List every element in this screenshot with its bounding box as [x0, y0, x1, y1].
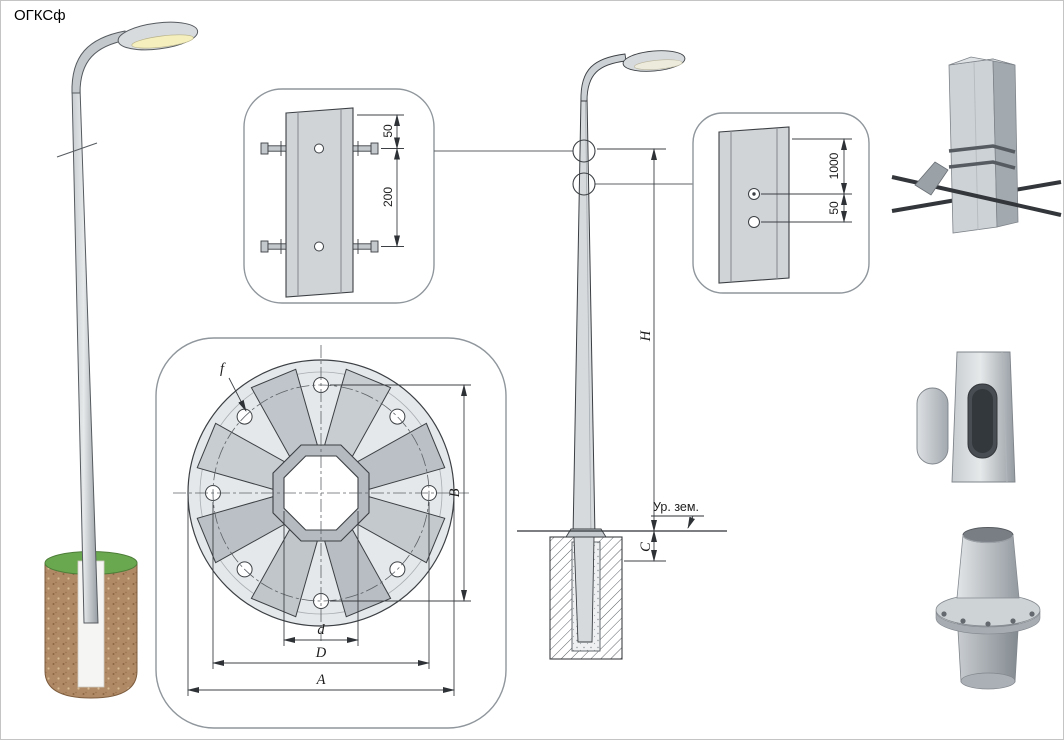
lower-hole	[748, 216, 760, 228]
dim-label-spacing-top: 200	[381, 186, 395, 208]
flange-disc	[935, 593, 1041, 627]
ground-level-label: Ур. зем.	[653, 499, 699, 514]
shoe-tube	[956, 534, 1020, 599]
detail-callout-top	[243, 88, 435, 304]
access-door-3d-render	[916, 351, 1016, 483]
dim-label-B: B	[446, 488, 463, 498]
dimension-lines	[761, 138, 852, 223]
base-collar	[565, 528, 607, 538]
detail-marker-upper	[572, 139, 596, 163]
embedded-pole	[573, 536, 595, 643]
pole-section-bar	[718, 126, 790, 284]
dim-label-offset-top: 50	[381, 124, 395, 138]
dim-label-H: H	[637, 330, 654, 342]
pole-arm	[580, 53, 627, 102]
dimension-lines	[187, 384, 471, 696]
dimension-lines	[357, 114, 404, 248]
f-leader	[228, 377, 247, 412]
door-panel	[916, 387, 949, 465]
dim-label-height-side: 1000	[827, 152, 841, 180]
drawing-title: ОГКСф	[14, 7, 66, 24]
break-mark	[56, 142, 98, 158]
detail-callout-right	[692, 112, 870, 294]
dim-label-spacing-side: 50	[827, 201, 841, 215]
wedge-clamp	[914, 161, 949, 196]
lamp-head	[622, 50, 686, 72]
dim-label-A: A	[316, 671, 326, 688]
mounting-bolts	[260, 141, 379, 254]
flange-rim-side	[935, 610, 1041, 635]
dim-label-C: C	[637, 542, 654, 552]
detail-marker-lower	[572, 172, 596, 196]
ground-arrow	[687, 515, 695, 529]
flange-bolts	[941, 611, 1035, 627]
pole-shaft-3d	[71, 87, 99, 624]
band-strap	[948, 160, 1016, 170]
band-clamp-3d-render	[891, 56, 1062, 234]
bolt-circle	[212, 384, 430, 602]
flange-plan-callout	[155, 337, 507, 729]
pole-3d-render	[44, 21, 199, 699]
elevation-drawing	[434, 50, 727, 660]
band-strap	[948, 144, 1016, 154]
dim-label-d: d	[317, 621, 325, 638]
pole-shaft	[572, 96, 596, 538]
dim-label-f: f	[219, 360, 225, 377]
base-shoe-3d-render	[935, 527, 1041, 690]
pole-section-bar	[285, 107, 354, 298]
dim-label-D: D	[315, 644, 327, 661]
lamp-head-3d	[117, 21, 199, 51]
dimension-lines	[597, 148, 666, 562]
